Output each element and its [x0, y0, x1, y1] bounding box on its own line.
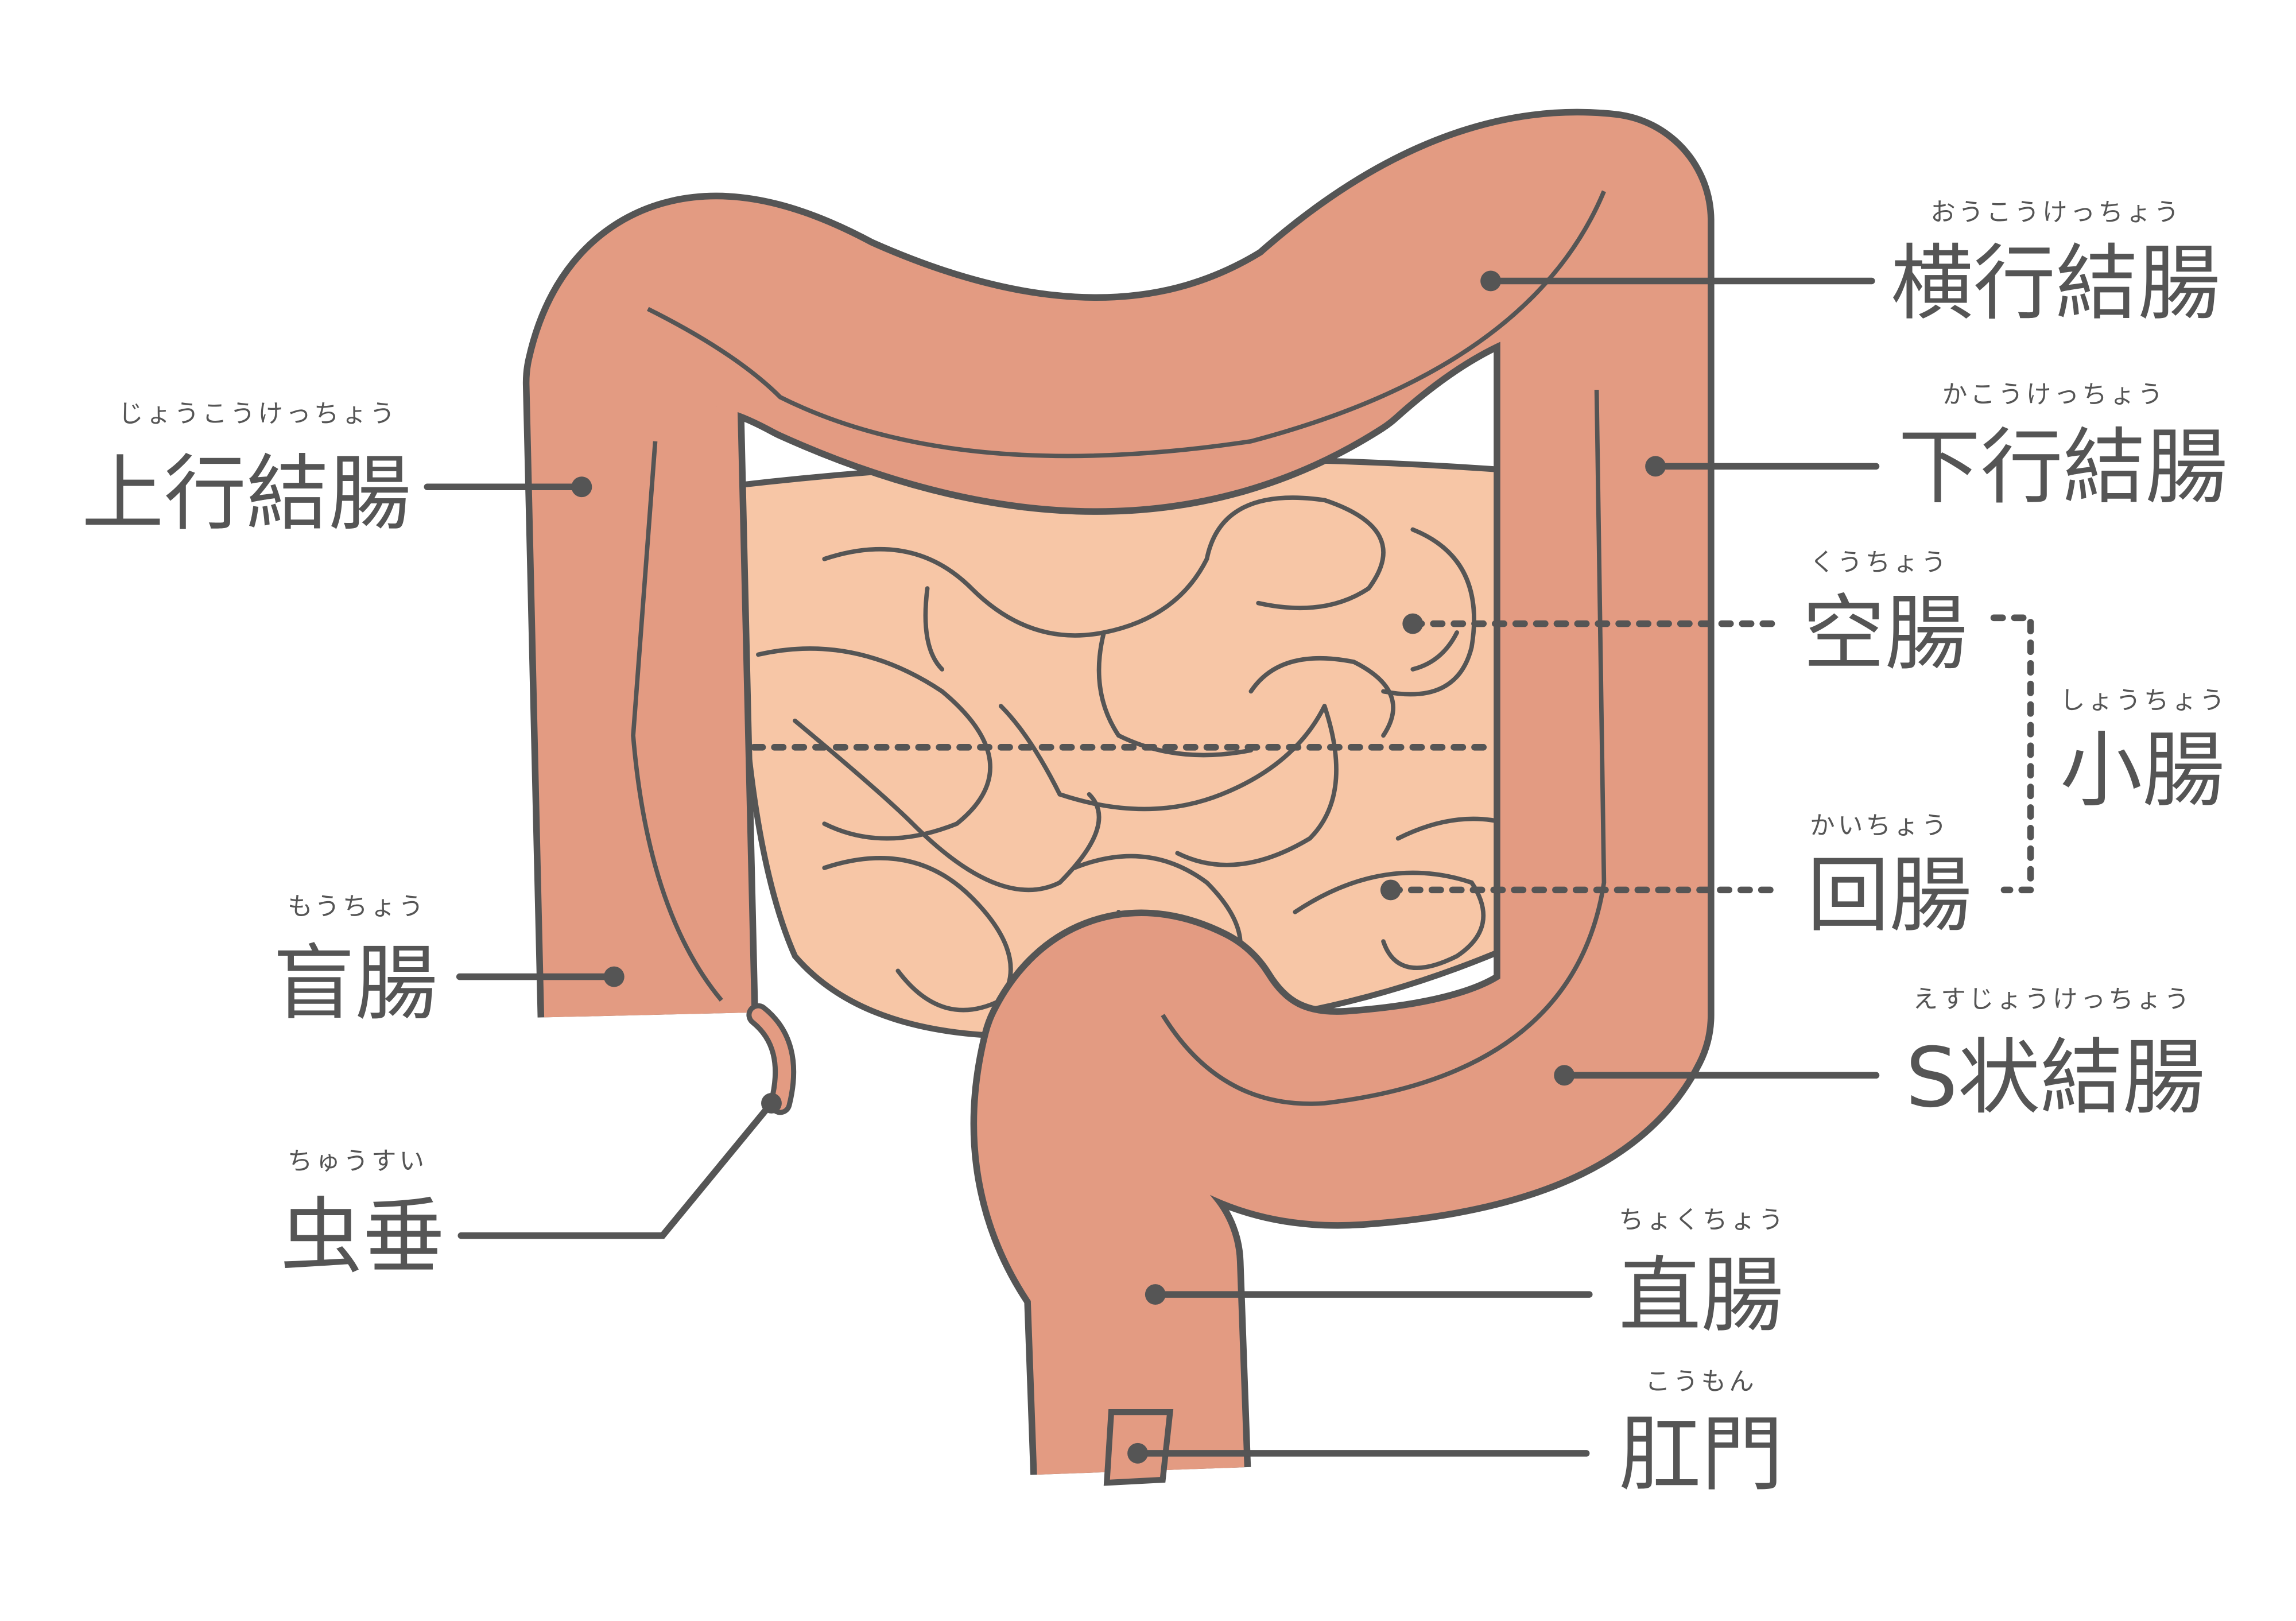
small-intestine-label: 小腸 [2060, 722, 2225, 818]
cecum-ruby: もうちょう [288, 893, 426, 921]
sigmoid-colon-label: S状結腸 [1906, 1030, 2205, 1126]
ascending-colon-ruby: じょうこうけっちょう [118, 400, 398, 428]
appendix-label: 虫垂 [280, 1189, 445, 1285]
appendix-ruby: ちゅうすい [288, 1147, 427, 1176]
small-intestine-ruby: しょうちょう [2060, 687, 2228, 715]
ascending-colon-label: 上行結腸 [82, 446, 411, 542]
sigmoid-colon-ruby: えすじょうけっちょう [1913, 985, 2193, 1014]
anus-label: 肛門 [1619, 1406, 1783, 1502]
transverse-colon-ruby: おうこうけっちょう [1930, 198, 2182, 227]
rectum-label: 直腸 [1619, 1247, 1783, 1343]
ileum-ruby: かいちょう [1810, 812, 1949, 840]
cecum-label: 盲腸 [273, 936, 437, 1031]
descending-colon-label: 下行結腸 [1898, 420, 2228, 515]
jejunum-label: 空腸 [1802, 585, 1967, 681]
ileum-label: 回腸 [1807, 847, 1972, 943]
jejunum-ruby: くうちょう [1810, 548, 1949, 577]
rectum-ruby: ちょくちょう [1619, 1206, 1786, 1235]
large-intestine [522, 108, 1715, 1486]
leader-lines [424, 270, 2034, 1464]
anus-ruby: こうもん [1645, 1368, 1757, 1397]
descending-colon-ruby: かこうけっちょう [1942, 381, 2166, 409]
transverse-colon-label: 横行結腸 [1891, 235, 2220, 331]
